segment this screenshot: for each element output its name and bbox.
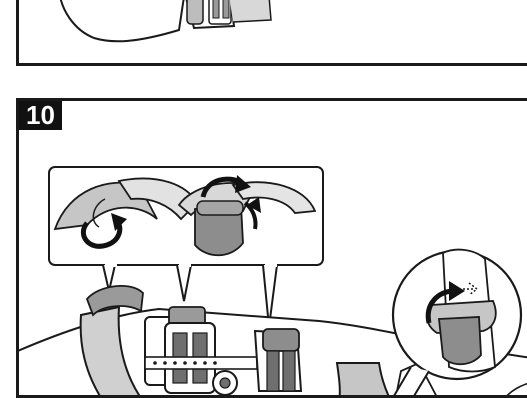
step-panel-current: 10 (16, 98, 527, 398)
step-panel-previous (16, 0, 527, 66)
strap-fastening-illustration (19, 101, 527, 398)
previous-step-illustration (19, 0, 527, 66)
